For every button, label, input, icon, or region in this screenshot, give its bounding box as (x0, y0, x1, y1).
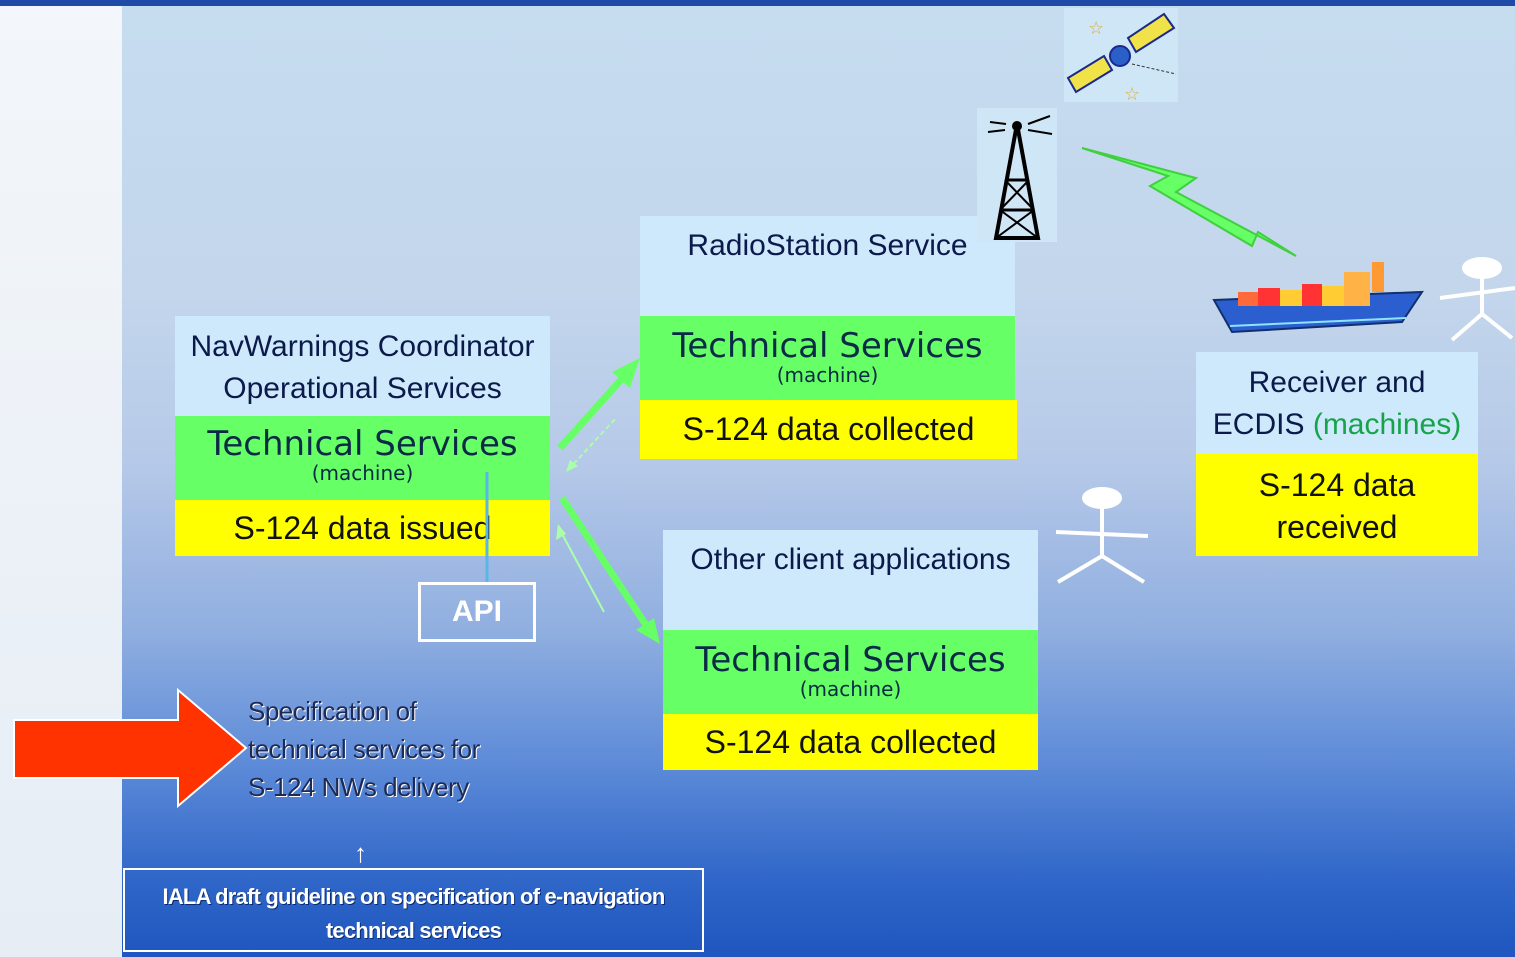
ship-icon (1212, 262, 1424, 334)
radio-station-title-box: RadioStation Service (640, 216, 1015, 316)
up-arrow-icon: ↑ (354, 838, 367, 868)
other-clients-title-box: Other client applications (663, 530, 1038, 630)
nav-coordinator-title-line1: NavWarnings Coordinator (190, 330, 535, 363)
radio-station-data-label: S-124 data collected (682, 411, 975, 447)
iala-line1: IALA draft guideline on specification of… (162, 884, 666, 909)
api-box: API (418, 582, 536, 642)
arrow-to-radio-station (557, 358, 640, 472)
lightning-bolt-icon (1081, 147, 1297, 257)
other-clients-title: Other client applications (690, 543, 1011, 576)
api-label: API (451, 595, 502, 628)
red-arrow-icon (13, 687, 248, 809)
radio-station-technical-label: Technical Services (672, 326, 983, 366)
other-clients-technical-label: Technical Services (695, 640, 1006, 680)
radio-station-title: RadioStation Service (687, 229, 968, 262)
person-icon-clients (1055, 487, 1149, 584)
radio-station-technical-box: Technical Services (machine) (640, 316, 1015, 400)
specification-text: Specification of technical services for … (248, 692, 548, 806)
radio-tower-icon (977, 108, 1057, 242)
radio-station-data-box: S-124 data collected (640, 400, 1017, 459)
specification-line3: S-124 NWs delivery (248, 772, 469, 802)
other-clients-data-box: S-124 data collected (663, 714, 1038, 770)
person-icon-receiver (1439, 257, 1515, 342)
receiver-title-line1: Receiver and (1248, 366, 1426, 399)
nav-coordinator-technical-label: Technical Services (207, 424, 518, 464)
specification-line1: Specification of (248, 696, 417, 726)
nav-coordinator-title-line2: Operational Services (223, 372, 502, 405)
receiver-title-line2: ECDIS (machines) (1196, 404, 1478, 446)
receiver-title-box: Receiver and ECDIS (machines) (1196, 352, 1478, 454)
left-pane (0, 6, 122, 957)
receiver-title-machines: (machines) (1312, 408, 1462, 441)
receiver-data-line2: received (1276, 509, 1398, 545)
other-clients-technical-box: Technical Services (machine) (663, 630, 1038, 714)
other-clients-technical-sub: (machine) (799, 677, 902, 701)
arrow-to-other-clients (556, 496, 660, 644)
nav-coordinator-title-box: NavWarnings Coordinator Operational Serv… (175, 316, 550, 416)
nav-coordinator-data-label: S-124 data issued (233, 510, 492, 546)
receiver-data-line1: S-124 data (1258, 467, 1416, 503)
iala-guideline-box: IALA draft guideline on specification of… (123, 868, 704, 952)
radio-station-technical-sub: (machine) (776, 363, 879, 387)
svg-text:☆: ☆ (1124, 84, 1140, 105)
iala-line2: technical services (325, 918, 502, 943)
specification-line2: technical services for (248, 734, 480, 764)
satellite-icon: ☆ ☆ (1064, 8, 1178, 105)
receiver-title-ecdis: ECDIS (1212, 408, 1305, 441)
receiver-data-box: S-124 data received (1196, 454, 1478, 556)
nav-coordinator-technical-sub: (machine) (311, 461, 414, 485)
top-bar (0, 0, 1515, 6)
svg-text:☆: ☆ (1088, 18, 1104, 39)
other-clients-data-label: S-124 data collected (704, 724, 997, 760)
